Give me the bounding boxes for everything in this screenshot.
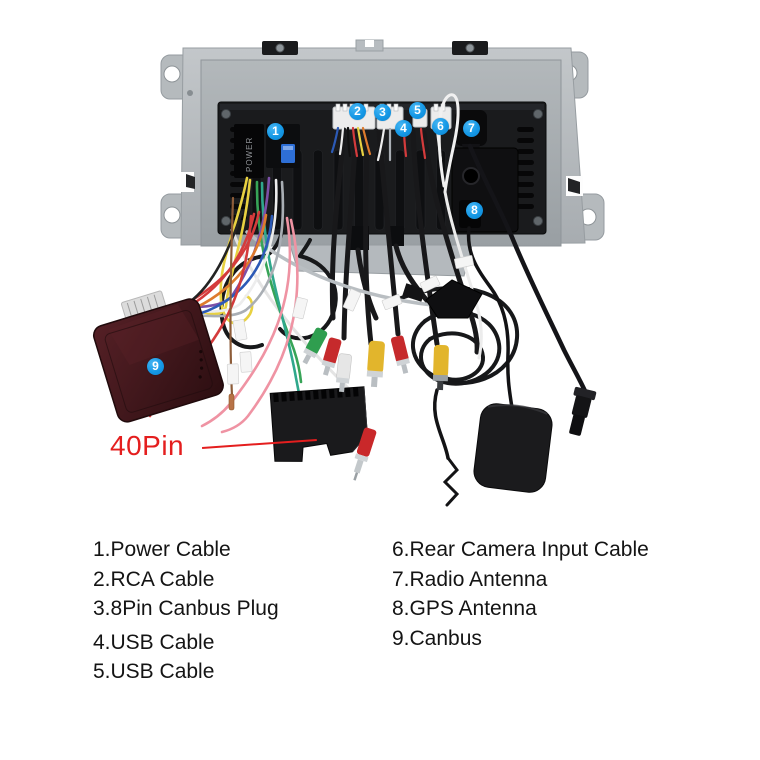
legend-right-column: 6.Rear Camera Input Cable 7.Radio Antenn… bbox=[392, 535, 649, 653]
legend-item-9: 9.Canbus bbox=[392, 626, 482, 650]
callout-marker-4: 4 bbox=[395, 120, 412, 137]
legend: 1.Power Cable 2.RCA Cable 3.8Pin Canbus … bbox=[0, 0, 760, 683]
cable-tags bbox=[226, 255, 474, 385]
gps-cable bbox=[466, 226, 514, 410]
callout-marker-7: 7 bbox=[463, 120, 480, 137]
power-socket bbox=[234, 124, 264, 178]
legend-item-3: 3.8Pin Canbus Plug bbox=[93, 597, 279, 620]
camera-input-rca bbox=[432, 344, 449, 391]
connector-wire-stubs bbox=[330, 125, 443, 162]
rca-plugs bbox=[302, 327, 449, 481]
callout-marker-2: 2 bbox=[349, 103, 366, 120]
panel-screws bbox=[221, 109, 543, 226]
callout-marker-3: 3 bbox=[374, 104, 391, 121]
callout-marker-8: 8 bbox=[466, 202, 483, 219]
callout-marker-9: 9 bbox=[147, 358, 164, 375]
pin40-connector bbox=[269, 386, 368, 462]
black-cables bbox=[329, 127, 480, 355]
power-socket-label: POWER bbox=[245, 137, 254, 172]
mount-hole bbox=[163, 206, 181, 224]
pin-count-label: 40Pin bbox=[110, 430, 185, 461]
legend-left-column: 1.Power Cable 2.RCA Cable 3.8Pin Canbus … bbox=[93, 535, 279, 687]
callout-marker-6: 6 bbox=[432, 118, 449, 135]
camera-cable bbox=[432, 388, 460, 507]
legend-item-4: 4.USB Cable bbox=[93, 630, 215, 654]
legend-item-8: 8.GPS Antenna bbox=[392, 597, 537, 620]
legend-item-7: 7.Radio Antenna bbox=[392, 567, 548, 591]
bare-wire-tip bbox=[228, 393, 235, 411]
legend-item-1: 1.Power Cable bbox=[93, 538, 231, 561]
radio-antenna-cable bbox=[467, 143, 588, 394]
flat-connector bbox=[425, 279, 483, 319]
legend-item-6: 6.Rear Camera Input Cable bbox=[392, 538, 649, 561]
radio-antenna-plug bbox=[569, 386, 597, 436]
callout-marker-1: 1 bbox=[267, 123, 284, 140]
mount-hole bbox=[163, 65, 181, 83]
device-photo: POWER bbox=[92, 39, 605, 507]
callout-marker-5: 5 bbox=[409, 102, 426, 119]
legend-item-5: 5.USB Cable bbox=[93, 660, 215, 683]
gps-antenna bbox=[473, 403, 553, 493]
legend-item-2: 2.RCA Cable bbox=[93, 567, 215, 591]
